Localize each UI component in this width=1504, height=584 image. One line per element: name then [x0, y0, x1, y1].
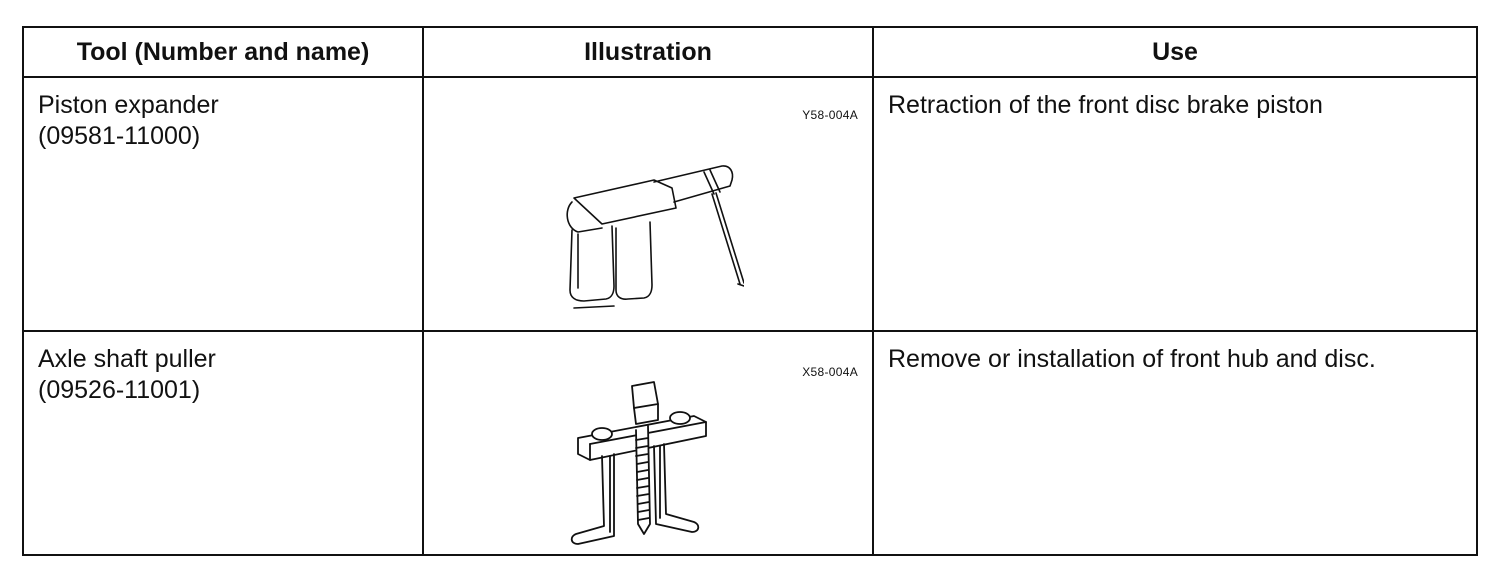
figure-code: Y58-004A: [802, 108, 858, 122]
tool-cell: Piston expander (09581-11000): [22, 76, 424, 332]
use-cell: Remove or installation of front hub and …: [872, 330, 1478, 556]
illustration-cell: Y58-004A: [422, 76, 874, 332]
illustration-cell: X58-004A: [422, 330, 874, 556]
tool-number: (09581-11000): [38, 122, 201, 150]
use-description: Remove or installation of front hub and …: [888, 345, 1376, 373]
table-row: Piston expander (09581-11000) Y58-004A: [22, 76, 1478, 332]
piston-expander-icon: [566, 165, 744, 309]
header-illustration: Illustration: [422, 26, 874, 78]
header-tool: Tool (Number and name): [22, 26, 424, 78]
table-row: Axle shaft puller (09526-11001) X58-004A: [22, 330, 1478, 556]
table-header-row: Tool (Number and name) Illustration Use: [22, 26, 1478, 78]
header-use: Use: [872, 26, 1478, 78]
tool-cell: Axle shaft puller (09526-11001): [22, 330, 424, 556]
tool-name: Axle shaft puller: [38, 345, 216, 373]
use-cell: Retraction of the front disc brake pisto…: [872, 76, 1478, 332]
axle-shaft-puller-icon: [570, 381, 707, 545]
figure-code: X58-004A: [802, 365, 858, 379]
tool-number: (09526-11001): [38, 376, 201, 404]
use-description: Retraction of the front disc brake pisto…: [888, 91, 1323, 119]
special-tools-table: Tool (Number and name) Illustration Use …: [22, 26, 1478, 556]
tool-name: Piston expander: [38, 91, 219, 119]
